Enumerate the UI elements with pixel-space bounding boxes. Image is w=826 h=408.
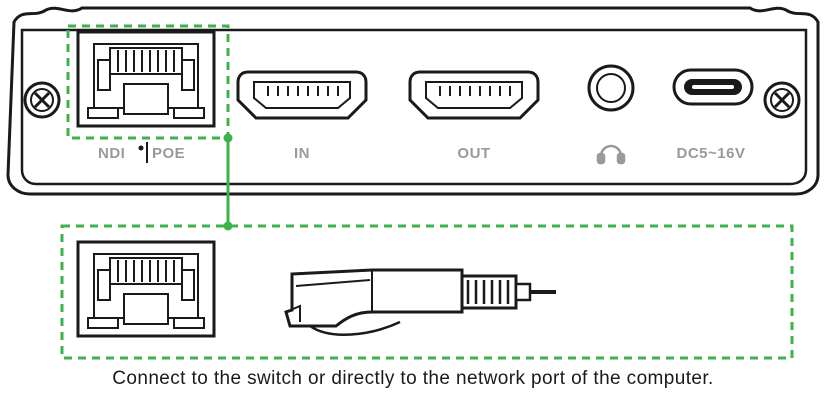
hdmi-port-icon: [408, 70, 540, 120]
power-label: DC5~16V: [677, 145, 746, 162]
usb-c-port-icon: [672, 68, 754, 106]
poe-label: POE: [152, 145, 185, 162]
hdmi-port-icon: [236, 70, 368, 120]
caption: Connect to the switch or directly to the…: [112, 368, 714, 389]
highlight-group: [60, 24, 794, 360]
screw-icon: [763, 81, 801, 119]
port-labels: NDI POE IN OUT DC5~16V: [98, 142, 745, 163]
connector-dot: [223, 221, 233, 231]
hdmi-in-label: IN: [294, 145, 310, 162]
highlight-box-detail: [60, 224, 794, 360]
label-dot: [138, 145, 144, 151]
audio-jack-icon: [587, 64, 635, 112]
ethernet-cable-icon: [284, 268, 556, 336]
screw-icon: [23, 81, 61, 119]
ndi-label: NDI: [98, 145, 125, 162]
ethernet-port-icon: [76, 30, 216, 128]
highlight-box-port: [66, 24, 230, 140]
ethernet-port-icon: [76, 240, 216, 338]
headphone-icon: [596, 144, 626, 165]
hdmi-out-label: OUT: [457, 145, 490, 162]
connector-dot: [223, 133, 233, 143]
